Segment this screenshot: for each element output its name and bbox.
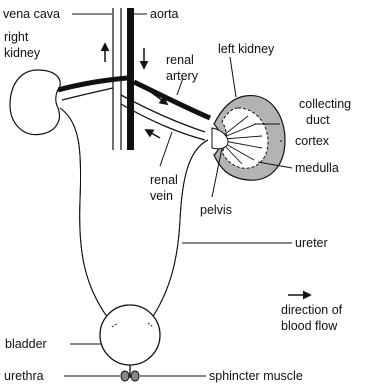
- label-pelvis: pelvis: [200, 203, 232, 217]
- label-medulla: medulla: [295, 161, 339, 175]
- label-collecting-duct-2: duct: [306, 113, 330, 127]
- label-cortex: cortex: [295, 134, 330, 148]
- right-kidney: [10, 70, 60, 135]
- label-direction-1: direction of: [281, 303, 343, 317]
- bladder: [100, 305, 160, 365]
- sphincter-left: [121, 371, 129, 381]
- label-direction-2: blood flow: [281, 319, 338, 333]
- label-renal-vein-1: renal: [150, 173, 178, 187]
- label-ureter: ureter: [295, 236, 328, 250]
- label-left-kidney: left kidney: [218, 42, 275, 56]
- label-urethra: urethra: [4, 369, 44, 383]
- aorta: [127, 8, 134, 150]
- label-renal-artery-2: artery: [166, 69, 199, 83]
- label-right-kidney-1: right: [4, 30, 29, 44]
- right-renal-artery: [58, 78, 127, 90]
- label-sphincter-muscle: sphincter muscle: [209, 369, 303, 383]
- label-aorta: aorta: [150, 7, 179, 21]
- label-renal-vein-2: vein: [150, 189, 173, 203]
- label-collecting-duct-1: collecting: [299, 97, 351, 111]
- right-ureter: [60, 108, 108, 318]
- right-renal-vein: [62, 88, 113, 100]
- label-bladder: bladder: [5, 337, 47, 351]
- label-right-kidney-2: kidney: [4, 46, 41, 60]
- left-ureter: [152, 140, 208, 318]
- label-renal-artery-1: renal: [166, 53, 194, 67]
- left-renal-artery: [134, 82, 210, 118]
- renal-vein-flow-arrow: [146, 130, 160, 138]
- sphincter-right: [131, 371, 139, 381]
- label-vena-cava: vena cava: [3, 7, 60, 21]
